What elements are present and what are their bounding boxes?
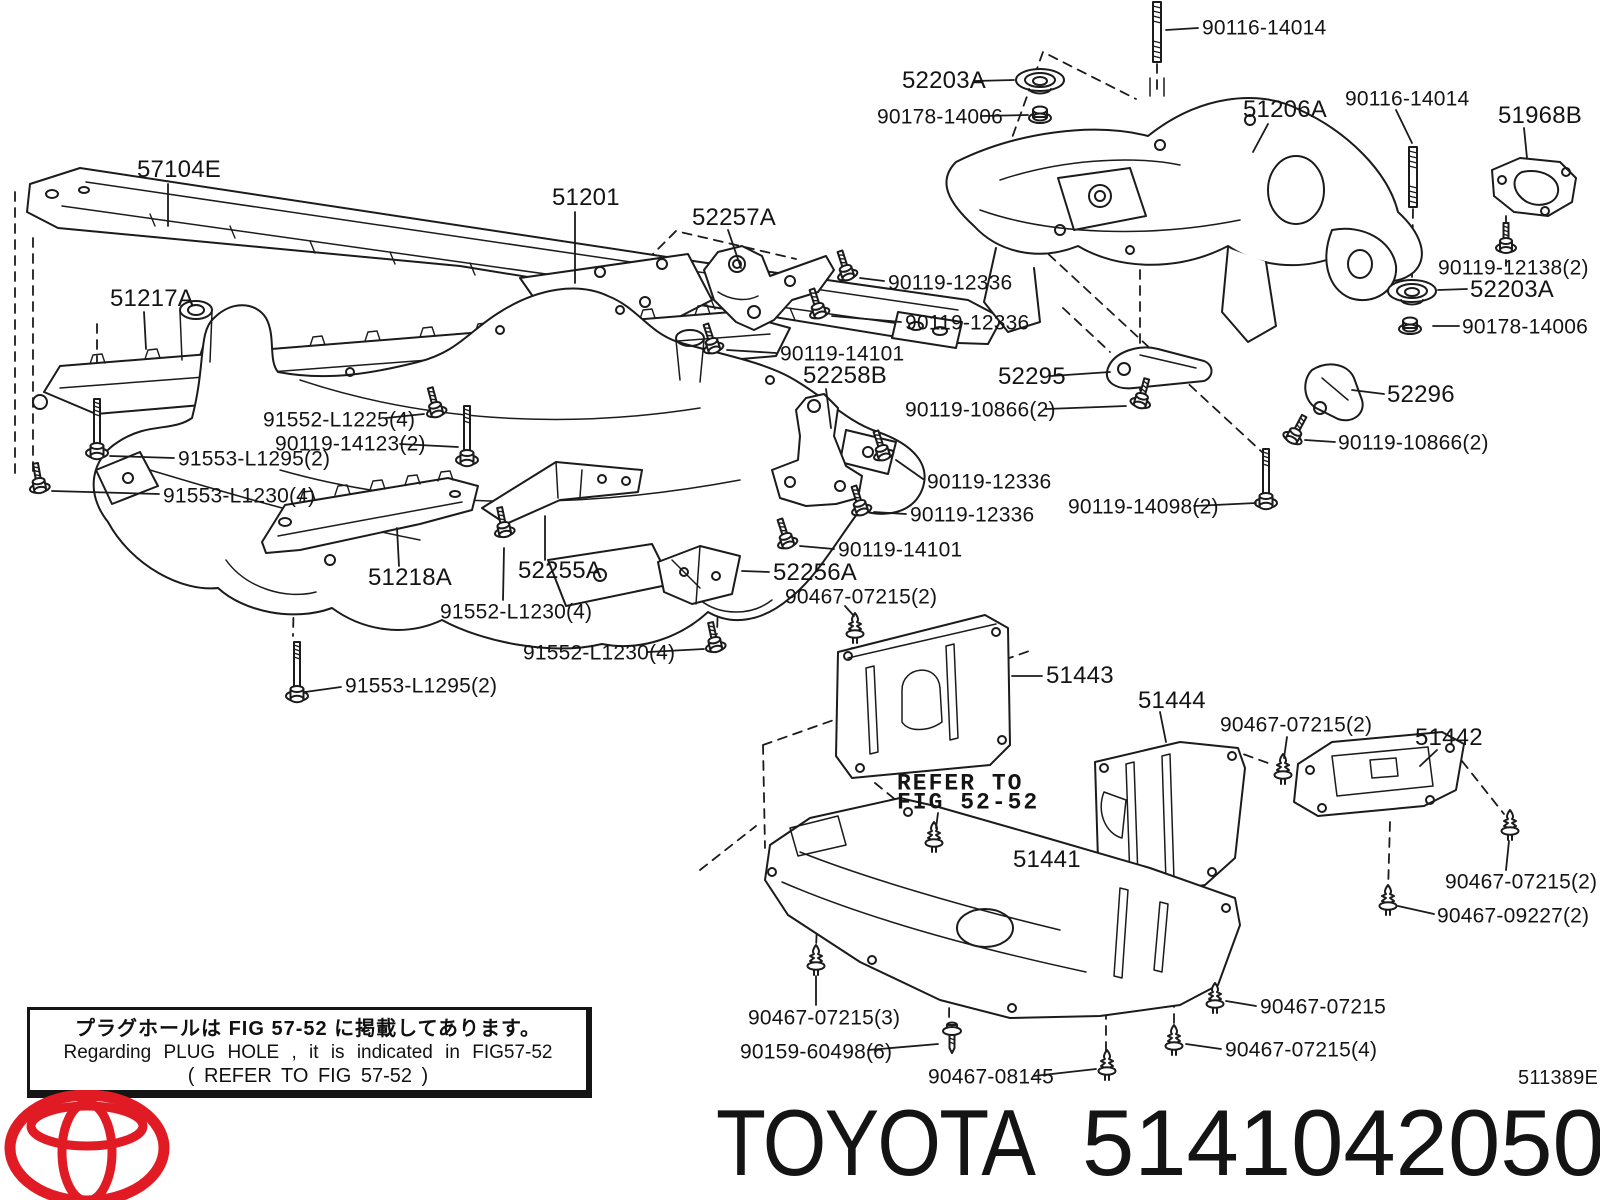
part-label: 52296: [1387, 381, 1455, 408]
part-label: 90467-07215(3): [748, 1006, 901, 1030]
part-label: 90119-12336: [905, 311, 1030, 335]
part-label: 90119-12138(2): [1438, 256, 1589, 280]
part-engine-under-cover-51443: [835, 614, 1011, 779]
part-label: 90178-14006: [877, 105, 1003, 129]
part-label: 90119-14101: [780, 342, 905, 366]
part-label: 51206A: [1243, 96, 1327, 123]
part-label: 90467-07215(2): [1220, 713, 1373, 737]
part-rear-suspension-member-51206A: [945, 77, 1423, 343]
catalog-part-number: 5141042050: [1082, 1090, 1600, 1195]
part-label: 90119-12336: [888, 271, 1013, 295]
part-mounting-bracket-52257A: [703, 245, 835, 331]
part-label: 91552-L1225(4): [263, 408, 416, 432]
note-line-japanese: プラグホールは FIG 57-52 に掲載してあります。: [75, 1018, 541, 1040]
part-bracket-52256A: [657, 545, 741, 605]
part-label: 90467-08145: [928, 1065, 1054, 1089]
part-label: 51968B: [1498, 102, 1582, 129]
part-label: 91553-L1295(2): [345, 674, 498, 698]
part-label: 90178-14006: [1462, 315, 1588, 339]
part-label: 51441: [1013, 846, 1081, 873]
part-label: 90119-12336: [910, 503, 1035, 527]
part-stay-52296: [1304, 363, 1364, 422]
part-label: 91552-L1230(4): [523, 641, 676, 665]
part-label: 51201: [552, 184, 620, 211]
part-label: 90119-14101: [838, 538, 963, 562]
part-label: 90119-12336: [927, 470, 1052, 494]
part-stay-52295: [1105, 346, 1213, 390]
part-label: 51444: [1138, 687, 1206, 714]
part-bracket-51968B: [1491, 157, 1577, 217]
part-label: 90467-07215: [1260, 995, 1386, 1019]
note-line-english: Regarding PLUG HOLE , it is indicated in…: [63, 1042, 553, 1063]
plug-hole-note-box: プラグホールは FIG 57-52 に掲載してあります。 Regarding P…: [27, 1007, 592, 1098]
part-label: 511389E: [1518, 1067, 1598, 1089]
part-label: 51217A: [110, 285, 194, 312]
part-label: 57104E: [137, 156, 221, 183]
part-label: 51442: [1415, 724, 1483, 751]
part-label: 91553-L1295(2): [178, 447, 331, 471]
part-label: 52256A: [773, 559, 857, 586]
part-label: 52257A: [692, 204, 776, 231]
part-label: 91553-L1230(4): [163, 484, 316, 508]
part-label: 90467-07215(2): [1445, 870, 1598, 894]
toyota-logo-icon: [4, 1090, 170, 1200]
part-label: 52255A: [518, 557, 602, 584]
part-label: 52203A: [902, 67, 986, 94]
part-label: 52203A: [1470, 276, 1554, 303]
part-label: 90467-07215(4): [1225, 1038, 1378, 1062]
part-engine-under-cover-51441: [764, 797, 1241, 1019]
leader-lines: [51, 27, 1528, 1077]
part-label: 90119-10866(2): [905, 398, 1056, 422]
part-label: 90119-14123(2): [275, 432, 426, 456]
part-label: FIG 52-52: [897, 789, 1040, 816]
part-label: 51443: [1046, 662, 1114, 689]
part-label: 90467-07215(2): [785, 585, 938, 609]
part-engine-under-cover-51442: [1293, 731, 1465, 817]
part-label: 91552-L1230(4): [440, 600, 593, 624]
part-bracket-51218A: [261, 470, 479, 554]
part-label: 52258B: [803, 362, 887, 389]
part-label: 51218A: [368, 564, 452, 591]
part-label: 90159-60498(6): [740, 1040, 893, 1064]
part-label: 90116-14014: [1345, 87, 1470, 111]
part-label: 90119-14098(2): [1068, 495, 1219, 519]
part-label: REFER TO: [897, 770, 1024, 797]
brand-wordmark: TOYOTA: [716, 1090, 1036, 1195]
part-label: 90119-10866(2): [1338, 431, 1489, 455]
part-label: 52295: [998, 363, 1066, 390]
part-label: 90116-14014: [1202, 16, 1327, 40]
part-mounting-bracket-52258B: [771, 393, 863, 507]
part-label: 90467-09227(2): [1437, 904, 1590, 928]
note-line-reference: ( REFER TO FIG 57-52 ): [187, 1065, 429, 1087]
